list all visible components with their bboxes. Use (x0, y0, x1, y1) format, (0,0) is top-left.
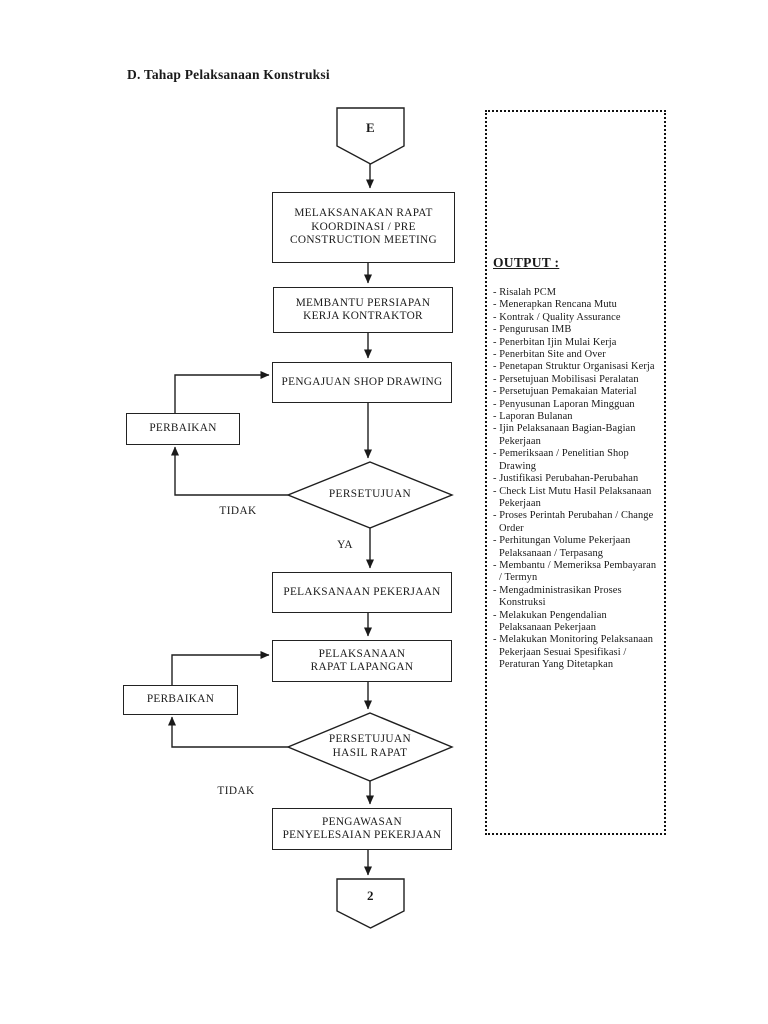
process-box-pre-construction-meeting: MELAKSANAKAN RAPAT KOORDINASI / PRE CONS… (272, 192, 455, 263)
branch-label-tidak-1: TIDAK (219, 505, 257, 517)
loop1-tidak-line (171, 446, 288, 496)
output-item: - Penerbitan Site and Over (493, 349, 606, 361)
output-item: - Justifikasi Perubahan-Perubahan (493, 473, 639, 485)
output-item: - Ijin Pelaksanaan Bagian-Bagian Pekerja… (493, 423, 636, 447)
process-box-pelaksanaan-pekerjaan: PELAKSANAAN PEKERJAAN (272, 572, 452, 613)
output-item: - Penetapan Struktur Organisasi Kerja (493, 361, 655, 373)
page-title: D. Tahap Pelaksanaan Konstruksi (127, 67, 330, 82)
branch-label-ya: YA (337, 539, 353, 551)
process-box-perbaikan-1: PERBAIKAN (126, 413, 240, 445)
output-item: - Melakukan Pengendalian Pelaksanaan Pek… (493, 609, 607, 633)
output-item: - Persetujuan Pemakaian Material (493, 386, 637, 398)
output-item: - Menerapkan Rencana Mutu (493, 299, 617, 311)
output-item: - Penerbitan Ijin Mulai Kerja (493, 336, 617, 348)
output-item-list: - Risalah PCM- Menerapkan Rencana Mutu- … (493, 287, 660, 672)
output-item: - Proses Perintah Perubahan / Change Ord… (493, 510, 654, 534)
output-item: - Risalah PCM (493, 287, 557, 298)
offpage-connector-start-label: E (365, 120, 376, 135)
output-item: - Kontrak / Quality Assurance (493, 311, 621, 323)
output-item: - Membantu / Memeriksa Pembayaran / Term… (493, 559, 657, 584)
output-panel-heading: OUTPUT : (493, 255, 560, 270)
branch-label-tidak-2: TIDAK (217, 785, 255, 797)
offpage-connector-end-label: 2 (367, 888, 374, 903)
output-item: - Penyusunan Laporan Mingguan (493, 398, 635, 410)
output-item: - Pengurusan IMB (493, 324, 572, 336)
output-item: - Laporan Bulanan (493, 411, 573, 423)
loop2-return-line (171, 651, 270, 685)
process-box-persiapan-kontraktor: MEMBANTU PERSIAPAN KERJA KONTRAKTOR (273, 287, 453, 333)
output-panel: OUTPUT : - Risalah PCM- Menerapkan Renca… (485, 110, 666, 835)
decision-persetujuan-hasil-rapat-label: PERSETUJUAN HASIL RAPAT (328, 733, 412, 759)
process-box-shop-drawing: PENGAJUAN SHOP DRAWING (272, 362, 452, 403)
offpage-connector-end-shape (336, 878, 405, 929)
process-box-rapat-lapangan: PELAKSANAAN RAPAT LAPANGAN (272, 640, 452, 682)
offpage-connector-start-shape (336, 107, 405, 165)
output-item: - Pemeriksaan / Penelitian Shop Drawing (493, 448, 629, 472)
output-item: - Melakukan Monitoring Pelaksanaan Peker… (493, 634, 654, 671)
loop2-tidak-line (168, 716, 288, 748)
decision-persetujuan-label: PERSETUJUAN (328, 488, 412, 500)
output-item: - Mengadministrasikan Proses Konstruksi (493, 584, 622, 609)
output-item: - Check List Mutu Hasil Pelaksanaan Peke… (493, 485, 652, 509)
output-item: - Perhitungan Volume Pekerjaan Pelaksana… (493, 535, 631, 559)
process-box-perbaikan-2: PERBAIKAN (123, 685, 238, 715)
output-item: - Persetujuan Mobilisasi Peralatan (493, 373, 639, 385)
loop1-return-line (174, 371, 270, 413)
process-box-pengawasan: PENGAWASAN PENYELESAIAN PEKERJAAN (272, 808, 452, 850)
